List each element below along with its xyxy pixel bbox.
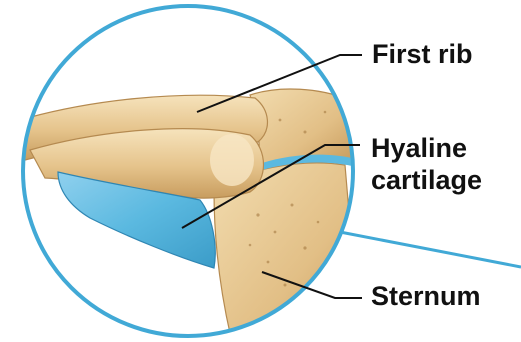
label-sternum: Sternum [371, 280, 481, 312]
rib-head-highlight [210, 134, 254, 186]
zoom-connector-line [340, 232, 521, 267]
label-first-rib: First rib [372, 38, 473, 70]
label-hyaline-cartilage: Hyaline cartilage [371, 132, 482, 196]
label-hyaline-line2: cartilage [371, 164, 482, 196]
label-hyaline-line1: Hyaline [371, 132, 482, 164]
